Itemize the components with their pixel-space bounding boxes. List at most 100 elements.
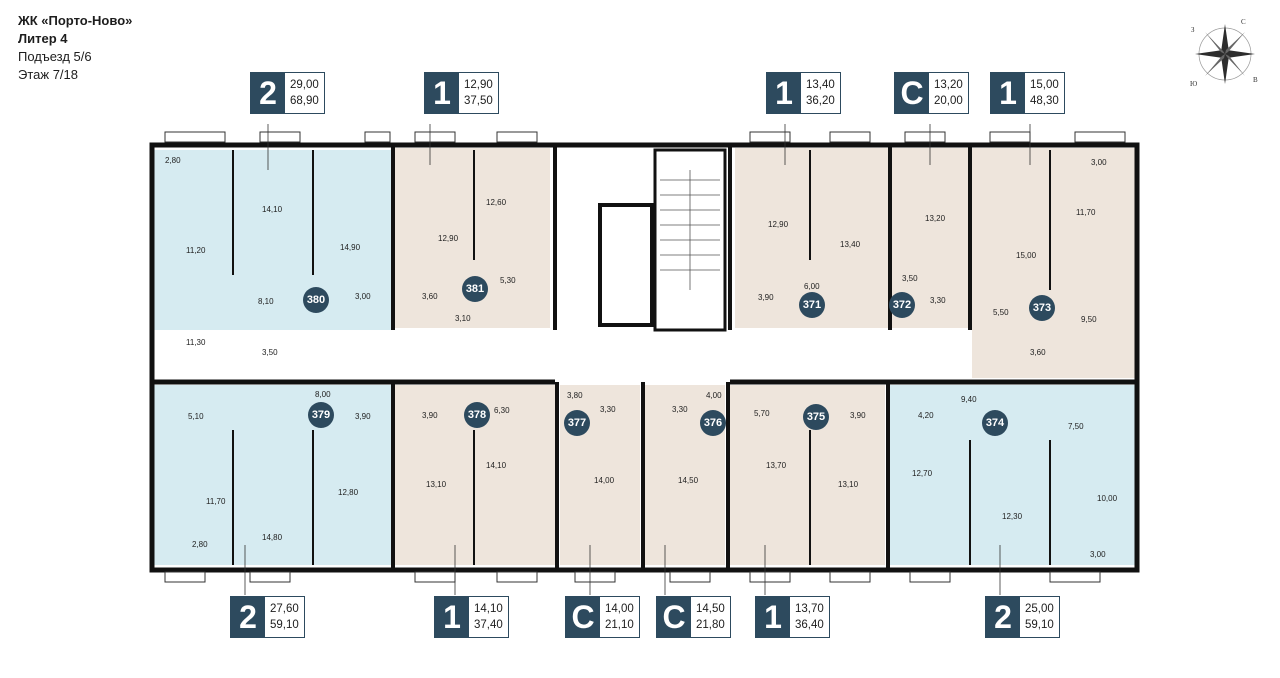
- room-count: 1: [756, 597, 790, 637]
- room-area: 3,00: [1091, 158, 1107, 167]
- compass-w: З: [1191, 26, 1195, 34]
- total-area: 36,40: [795, 619, 824, 631]
- room-area: 3,60: [1030, 348, 1046, 357]
- compass-n: С: [1241, 18, 1246, 26]
- living-area: 15,00: [1030, 79, 1059, 91]
- plan-header: ЖК «Порто-Ново» Литер 4 Подъезд 5/6 Этаж…: [18, 12, 132, 84]
- room-area: 5,70: [754, 409, 770, 418]
- apt-label-top-3: 1 13,40 36,20: [766, 72, 841, 114]
- room-area: 3,30: [672, 405, 688, 414]
- room-count: 2: [251, 73, 285, 113]
- room-area: 3,00: [1090, 550, 1106, 559]
- room-area: 5,50: [993, 308, 1009, 317]
- room-area: 14,90: [340, 243, 361, 252]
- room-area: 14,00: [594, 476, 615, 485]
- room-area: 9,50: [1081, 315, 1097, 324]
- liter-label: Литер 4: [18, 31, 68, 46]
- room-area: 4,20: [918, 411, 934, 420]
- room-area: 12,60: [486, 198, 507, 207]
- room-area: 12,30: [1002, 512, 1023, 521]
- room-area: 8,10: [258, 297, 274, 306]
- room-area: 3,90: [758, 293, 774, 302]
- room-area: 2,80: [165, 156, 181, 165]
- room-area: 3,90: [422, 411, 438, 420]
- living-area: 13,70: [795, 603, 824, 615]
- room-area: 10,00: [1097, 494, 1118, 503]
- room-area: 11,20: [186, 246, 206, 255]
- entrance-label: Подъезд 5/6: [18, 49, 92, 64]
- room-area: 3,30: [930, 296, 946, 305]
- room-area: 12,90: [768, 220, 789, 229]
- total-area: 59,10: [270, 619, 299, 631]
- room-area: 13,10: [838, 480, 859, 489]
- apartment-377[interactable]: 377: [564, 410, 590, 436]
- apartment-378[interactable]: 378: [464, 402, 490, 428]
- room-area: 3,80: [567, 391, 583, 400]
- room-count: 1: [767, 73, 801, 113]
- living-area: 14,00: [605, 603, 634, 615]
- room-area: 3,90: [850, 411, 866, 420]
- room-fills: [152, 148, 1137, 565]
- total-area: 20,00: [934, 95, 963, 107]
- room-area: 3,50: [902, 274, 918, 283]
- room-area: 14,10: [262, 205, 283, 214]
- apartment-372[interactable]: 372: [889, 292, 915, 318]
- room-area: 3,60: [422, 292, 438, 301]
- apartment-374[interactable]: 374: [982, 410, 1008, 436]
- room-area: 3,90: [355, 412, 371, 421]
- total-area: 59,10: [1025, 619, 1054, 631]
- living-area: 14,50: [696, 603, 725, 615]
- room-area: 12,70: [912, 469, 933, 478]
- living-area: 14,10: [474, 603, 503, 615]
- living-area: 25,00: [1025, 603, 1054, 615]
- living-area: 29,00: [290, 79, 319, 91]
- room-area: 11,70: [206, 497, 226, 506]
- room-count: С: [895, 73, 929, 113]
- apartment-380[interactable]: 380: [303, 287, 329, 313]
- apartment-381[interactable]: 381: [462, 276, 488, 302]
- room-area: 3,50: [262, 348, 278, 357]
- apartment-379[interactable]: 379: [308, 402, 334, 428]
- room-area: 11,30: [186, 338, 206, 347]
- room-area: 13,40: [840, 240, 861, 249]
- room-area: 15,00: [1016, 251, 1037, 260]
- room-area: 5,10: [188, 412, 204, 421]
- total-area: 36,20: [806, 95, 835, 107]
- room-count: 1: [435, 597, 469, 637]
- room-area: 14,50: [678, 476, 699, 485]
- living-area: 13,40: [806, 79, 835, 91]
- apt-label-bottom-5: 1 13,70 36,40: [755, 596, 830, 638]
- room-area: 4,00: [706, 391, 722, 400]
- room-count: 1: [425, 73, 459, 113]
- room-area: 12,80: [338, 488, 359, 497]
- floor-label: Этаж 7/18: [18, 67, 78, 82]
- compass-rose-icon: С З Ю В: [1190, 18, 1258, 88]
- room-area: 9,40: [961, 395, 977, 404]
- room-area: 13,10: [426, 480, 447, 489]
- apartment-373[interactable]: 373: [1029, 295, 1055, 321]
- room-area: 7,50: [1068, 422, 1084, 431]
- apt-label-top-2: 1 12,90 37,50: [424, 72, 499, 114]
- apartment-376[interactable]: 376: [700, 410, 726, 436]
- total-area: 48,30: [1030, 95, 1059, 107]
- apt-label-bottom-2: 1 14,10 37,40: [434, 596, 509, 638]
- room-area: 12,90: [438, 234, 459, 243]
- room-area: 3,00: [355, 292, 371, 301]
- total-area: 21,80: [696, 619, 725, 631]
- total-area: 37,40: [474, 619, 503, 631]
- room-area: 14,80: [262, 533, 283, 542]
- living-area: 12,90: [464, 79, 493, 91]
- room-area: 11,70: [1076, 208, 1096, 217]
- apartment-371[interactable]: 371: [799, 292, 825, 318]
- total-area: 68,90: [290, 95, 319, 107]
- living-area: 27,60: [270, 603, 299, 615]
- room-area: 2,80: [192, 540, 208, 549]
- room-area: 6,00: [804, 282, 820, 291]
- apartment-375[interactable]: 375: [803, 404, 829, 430]
- total-area: 37,50: [464, 95, 493, 107]
